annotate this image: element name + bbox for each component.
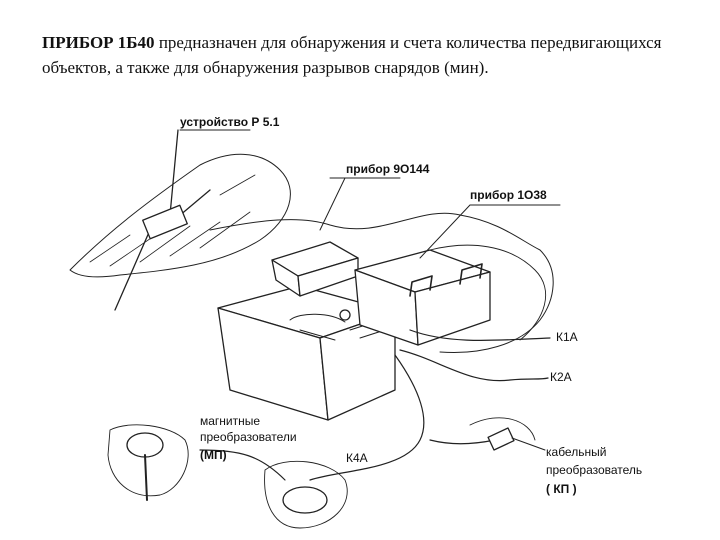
- box-1o38-handle-right: [459, 263, 483, 285]
- intro-text: предназначен для обнаружения и счета кол…: [42, 33, 662, 77]
- r51-lead-left: [114, 229, 151, 311]
- mp-left-terrain: [107, 424, 189, 497]
- main-unit-knob: [339, 309, 351, 321]
- label-k4a: К4А: [346, 451, 368, 465]
- box-1o38-side: [414, 271, 491, 346]
- r51-device: [142, 204, 188, 240]
- label-device-r51: устройство Р 5.1: [180, 115, 280, 129]
- intro-title: ПРИБОР 1Б40: [42, 33, 155, 52]
- cable-to-mp: [199, 449, 286, 481]
- main-unit-controls: [289, 313, 386, 341]
- label-k1a: К1А: [556, 330, 578, 344]
- intro-paragraph: ПРИБОР 1Б40 предназначен для обнаружения…: [42, 30, 682, 80]
- label-magnetic-line2: преобразователи: [200, 430, 297, 444]
- antenna-cable: [169, 129, 179, 216]
- label-pribor-1o38: прибор 1О38: [470, 188, 547, 202]
- box-1o38-handle-left: [409, 275, 433, 297]
- label-cable-abbr: ( КП ): [546, 482, 577, 496]
- mp-left-sensor: [126, 432, 164, 458]
- terrain-left: [69, 153, 291, 278]
- terrain-right-ridge: [429, 244, 547, 341]
- cable-k4a: [309, 354, 425, 481]
- leader-1o38: [419, 204, 561, 259]
- cable-k2a: [399, 349, 549, 382]
- kp-device: [487, 427, 515, 451]
- kp-leader: [511, 437, 546, 451]
- label-pribor-9o144: прибор 9О144: [346, 162, 430, 176]
- kp-terrain: [469, 417, 536, 441]
- mp-right-terrain: [264, 460, 348, 529]
- mp-left-stake: [144, 454, 148, 501]
- cable-k1a: [409, 329, 551, 341]
- label-cable-line1: кабельный: [546, 445, 606, 459]
- label-cable-line2: преобразователь: [546, 463, 642, 477]
- label-k2a: К2А: [550, 370, 572, 384]
- cable-to-kp: [429, 439, 496, 445]
- label-magnetic-line1: магнитные: [200, 414, 260, 428]
- mp-right-sensor: [282, 486, 328, 514]
- leader-9o144: [319, 177, 401, 231]
- label-magnetic-abbr: (МП): [200, 448, 227, 462]
- terrain-hatching-left: [89, 174, 256, 267]
